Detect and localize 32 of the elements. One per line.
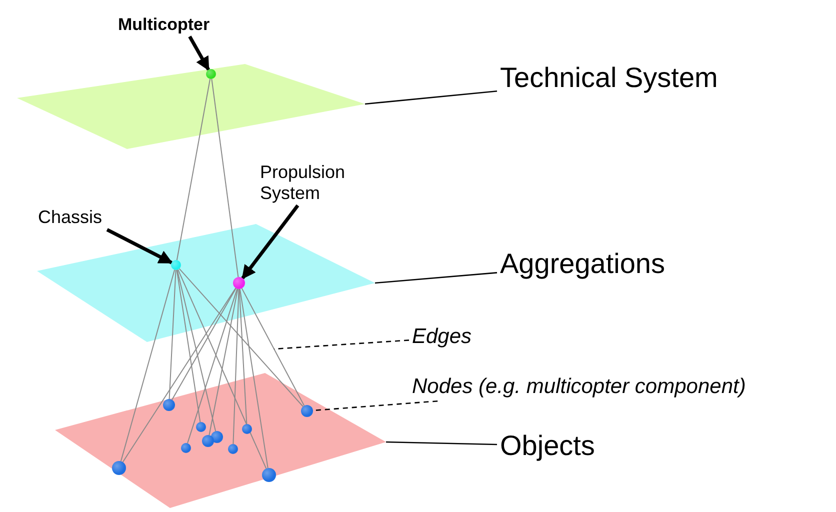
- arrow: [188, 36, 210, 71]
- graph-edge: [168, 270, 176, 400]
- graph-edge: [208, 288, 238, 436]
- arrow: [106, 228, 173, 264]
- node-label: Propulsion System: [260, 162, 370, 204]
- layer-label: Technical System: [500, 62, 760, 94]
- graph-edge: [172, 288, 236, 400]
- arrow: [241, 204, 300, 280]
- annotation-label: Edges: [412, 325, 502, 350]
- graph-edge: [232, 288, 240, 444]
- graph-edge: [239, 288, 268, 469]
- graph-edge: [120, 269, 176, 462]
- graph-edge: [238, 288, 248, 424]
- layer-label: Aggregations: [500, 248, 700, 280]
- graph-edge: [178, 269, 267, 470]
- graph-edge: [241, 288, 305, 406]
- leader-line: [386, 441, 498, 446]
- graph-edge: [211, 78, 239, 278]
- graph-edge: [187, 288, 238, 444]
- layer-label: Objects: [500, 430, 630, 462]
- node-label: Chassis: [38, 207, 128, 228]
- leader-line: [364, 90, 498, 105]
- graph-edge: [176, 269, 201, 423]
- node-label: Multicopter: [118, 15, 248, 35]
- graph-edge: [178, 268, 304, 407]
- leader-line: [374, 272, 498, 284]
- graph-edge: [122, 288, 236, 463]
- leader-line: [274, 340, 410, 350]
- node-dot: [262, 468, 276, 482]
- graph-edge: [176, 269, 216, 432]
- graph-edge: [176, 78, 211, 261]
- annotation-label: Nodes (e.g. multicopter component): [412, 375, 836, 400]
